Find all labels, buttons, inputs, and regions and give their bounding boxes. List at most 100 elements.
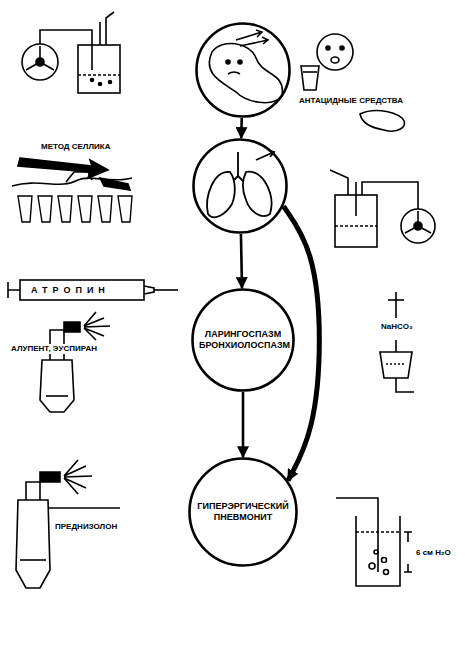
flow-arrow xyxy=(241,234,242,288)
aspirator-top-part xyxy=(26,46,54,70)
aspirator-right-part xyxy=(330,170,348,195)
antacid-figure xyxy=(301,34,405,131)
atropine-syringe-part xyxy=(144,286,154,294)
prednisolone-inhaler-part xyxy=(26,482,40,500)
callout-label: АТРОПИН xyxy=(30,285,111,296)
node-text: ГИПЕРЭРГИЧЕСКИЙ ПНЕВМОНИТ xyxy=(196,501,290,524)
aspirator-right xyxy=(330,170,435,247)
circle-node xyxy=(192,138,288,234)
prednisolone-inhaler-part xyxy=(64,460,92,494)
stomach-figure-part xyxy=(209,43,282,102)
sellick-method-part-part xyxy=(118,196,132,222)
water-seal-part xyxy=(382,558,387,563)
aspirator-top-part xyxy=(99,22,101,45)
lungs-figure xyxy=(207,150,274,217)
water-seal xyxy=(336,498,412,586)
circle-node: ЛАРИНГОСПАЗМ БРОНХИОЛОСПАЗМ xyxy=(191,288,295,392)
antacid-figure-part xyxy=(340,46,344,50)
sellick-method-part-part xyxy=(98,196,112,222)
atropine-syringe xyxy=(8,280,178,300)
prednisolone-inhaler-part xyxy=(48,507,120,509)
alupent-inhaler-part xyxy=(64,322,80,332)
nahco3-nebulizer-part xyxy=(395,292,397,318)
sellick-method-part-part xyxy=(78,196,92,222)
prednisolone-inhaler-part xyxy=(20,559,46,561)
callout-label: NaHCO₃ xyxy=(380,322,414,332)
circle-outline xyxy=(193,290,294,391)
sellick-method-part xyxy=(18,158,108,178)
sellick-method-part xyxy=(18,196,132,222)
aspirator-top-part xyxy=(78,45,120,93)
prednisolone-inhaler xyxy=(16,460,120,588)
antacid-figure-part xyxy=(326,46,330,50)
nahco3-nebulizer-part xyxy=(380,352,412,378)
water-seal-part xyxy=(384,570,389,575)
water-seal-part xyxy=(336,498,378,572)
circle-outline xyxy=(195,22,291,118)
alupent-inhaler-part xyxy=(40,360,74,412)
nahco3-nebulizer-part xyxy=(386,363,406,365)
aspirator-top-part xyxy=(99,83,102,86)
circle-outline xyxy=(190,459,297,566)
water-seal-part xyxy=(374,550,378,554)
nahco3-nebulizer xyxy=(380,292,414,392)
aspirator-top xyxy=(22,12,120,93)
circle-outline xyxy=(194,140,287,233)
aspirator-top-part xyxy=(40,30,92,70)
sellick-method xyxy=(12,158,132,222)
nahco3-nebulizer-part xyxy=(395,340,397,352)
aspirator-top-part xyxy=(36,58,44,66)
aspirator-top-part xyxy=(109,81,112,84)
callout-label: АЛУПЕНТ, ЭУСПИРАН xyxy=(10,344,98,354)
alupent-inhaler-part xyxy=(46,395,68,397)
callout-label: 6 см H₂O xyxy=(415,548,452,558)
aspirator-right-part xyxy=(405,211,431,233)
antacid-figure-part xyxy=(331,57,339,63)
lungs-figure-part xyxy=(207,172,235,217)
aspirator-right-part xyxy=(355,182,357,216)
aspirator-right-part xyxy=(401,209,435,243)
antacid-figure-part xyxy=(360,111,405,132)
flow-arrow xyxy=(242,392,245,457)
atropine-syringe-part xyxy=(20,280,144,300)
water-seal-part xyxy=(404,532,412,572)
atropine-syringe-part xyxy=(154,289,178,291)
aspirator-top-part xyxy=(91,79,94,82)
aspirator-right-part xyxy=(414,222,422,230)
sellick-method-part xyxy=(100,178,130,190)
sellick-method-part-part xyxy=(38,196,52,222)
circle-node: ГИПЕРЭРГИЧЕСКИЙ ПНЕВМОНИТ xyxy=(188,457,298,567)
aspirator-top-part xyxy=(22,44,58,80)
stomach-figure-part xyxy=(226,60,230,64)
sellick-method-part xyxy=(66,172,92,182)
aspirator-top-part xyxy=(106,12,114,45)
aspirator-right-part xyxy=(362,182,418,209)
circle-outline xyxy=(197,24,290,117)
circle-node xyxy=(195,22,291,118)
stomach-figure-part xyxy=(238,60,242,64)
stomach-figure-part xyxy=(228,72,240,74)
atropine-syringe-part xyxy=(8,282,20,298)
prednisolone-inhaler-part xyxy=(16,500,50,588)
alupent-inhaler-part xyxy=(84,312,110,340)
nahco3-nebulizer-part xyxy=(388,299,404,301)
nahco3-nebulizer-part xyxy=(396,378,414,392)
stomach-figure xyxy=(209,30,282,103)
node-text: ЛАРИНГОСПАЗМ БРОНХИОЛОСПАЗМ xyxy=(199,329,287,352)
callout-label: МЕТОД СЕЛЛИКА xyxy=(40,142,111,152)
aspirator-right-part xyxy=(335,225,377,227)
prednisolone-inhaler-part xyxy=(40,472,60,482)
flow-arrow xyxy=(284,206,320,480)
alupent-inhaler xyxy=(40,312,110,412)
stomach-figure-part xyxy=(236,30,262,40)
sellick-method-part-part xyxy=(18,196,32,222)
circle-outline xyxy=(192,138,288,234)
antacid-figure-part xyxy=(317,34,353,70)
stomach-figure-part xyxy=(240,37,268,46)
aspirator-top-part xyxy=(78,74,120,76)
water-seal-part xyxy=(356,516,400,586)
lungs-figure-part xyxy=(243,172,271,216)
callout-label: АНТАЦИДНЫЕ СРЕДСТВА xyxy=(298,96,404,106)
flow-arrow xyxy=(240,118,243,138)
antacid-figure-part xyxy=(301,66,319,90)
